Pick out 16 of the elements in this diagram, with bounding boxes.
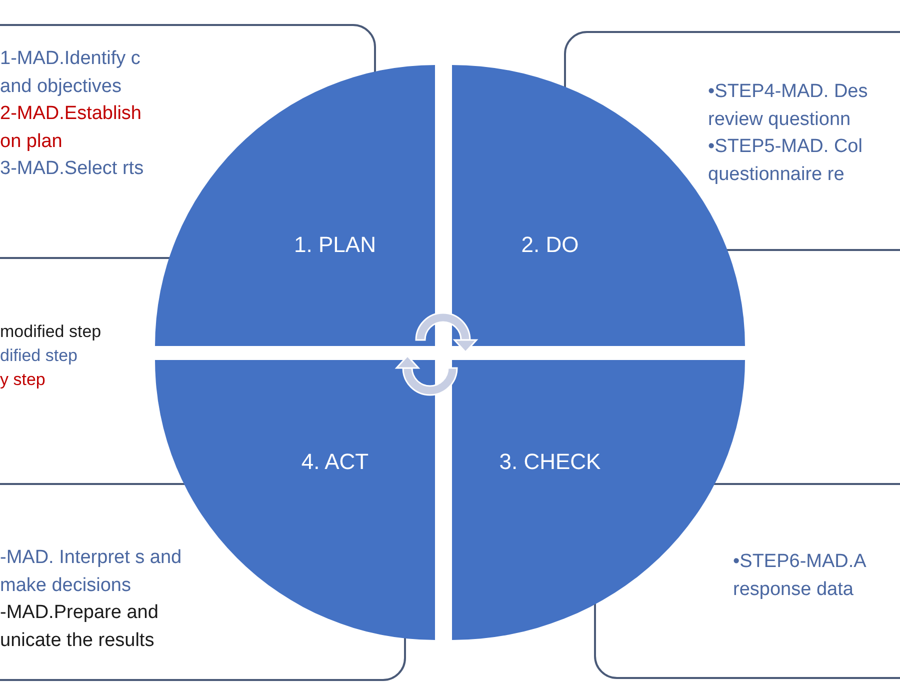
phase-label: 4. ACT xyxy=(301,449,369,475)
step-text: 2-MAD.Establish on plan xyxy=(0,102,142,154)
step-text: 3-MAD.Select rts xyxy=(0,157,145,182)
step-text: 1-MAD.Identify c and objectives xyxy=(0,47,142,99)
pie-quadrant xyxy=(155,65,435,346)
step-text: -MAD.Prepare and unicate the results xyxy=(0,601,160,653)
step-text: •STEP6-MAD.A response data xyxy=(733,550,867,602)
step-text: •STEP5-MAD. Col questionnaire re xyxy=(708,135,864,187)
legend-entry: modified step xyxy=(0,321,102,343)
step-text: -MAD. Interpret s and make decisions xyxy=(0,546,183,598)
phase-label: 2. DO xyxy=(521,232,579,258)
legend-entry: dified step xyxy=(0,345,78,367)
legend-entry: y step xyxy=(0,369,46,391)
step-text: •STEP4-MAD. Des review questionn xyxy=(708,80,869,132)
phase-label: 1. PLAN xyxy=(294,232,376,258)
phase-label: 3. CHECK xyxy=(499,449,601,475)
